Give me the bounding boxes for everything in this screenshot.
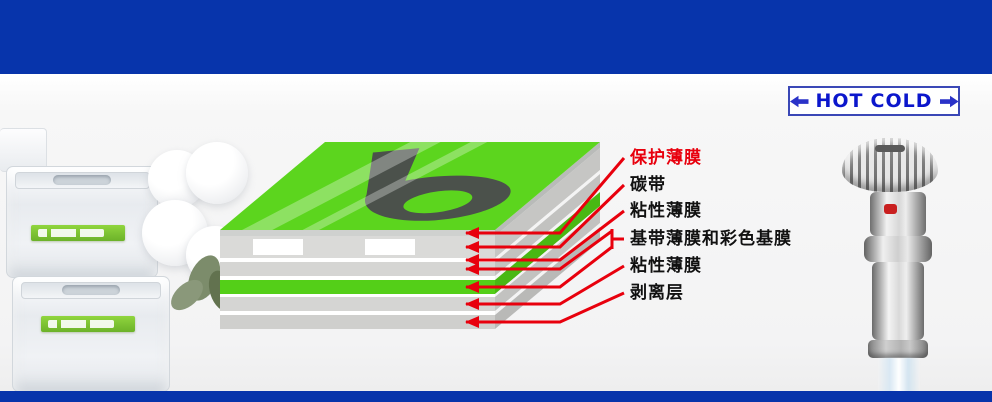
top-face-shine — [242, 142, 488, 230]
faucet-photo — [820, 130, 970, 402]
storage-box-partial — [0, 128, 47, 172]
layer-label-carbon-ribbon: 碳带 — [630, 175, 666, 195]
stack-front-layers — [220, 230, 495, 329]
right-arrow-icon — [939, 95, 958, 107]
white-roses-photo — [138, 142, 254, 320]
storage-drawer-bottom — [12, 276, 170, 392]
layer-label-adhesive-film-1: 粘性薄膜 — [630, 201, 702, 221]
rose-bloom — [186, 142, 248, 204]
left-arrow-icon — [790, 95, 809, 107]
faucet-neck — [870, 192, 926, 236]
layer-label-adhesive-film-2: 粘性薄膜 — [630, 256, 702, 276]
faucet-collar — [864, 236, 932, 262]
hot-indicator-dot — [884, 204, 897, 214]
bottom-banner — [0, 391, 992, 402]
layer-label-protective-film: 保护薄膜 — [630, 148, 702, 168]
layer-stack-diagram — [220, 142, 600, 329]
faucet-knob — [842, 138, 938, 192]
layer-label-base-and-color-film: 基带薄膜和彩色基膜 — [630, 229, 792, 249]
storage-drawer-top — [6, 166, 158, 278]
cold-label: COLD — [870, 89, 933, 112]
hot-cold-indicator: HOT COLD — [788, 86, 960, 116]
drawer-label-strip — [41, 316, 135, 332]
faucet-body — [872, 262, 924, 340]
hot-label: HOT — [815, 89, 864, 112]
layer-label-release-layer: 剥离层 — [630, 283, 684, 303]
top-banner — [0, 0, 992, 74]
drawer-label-strip — [31, 225, 125, 241]
faucet-aerator — [868, 340, 928, 358]
